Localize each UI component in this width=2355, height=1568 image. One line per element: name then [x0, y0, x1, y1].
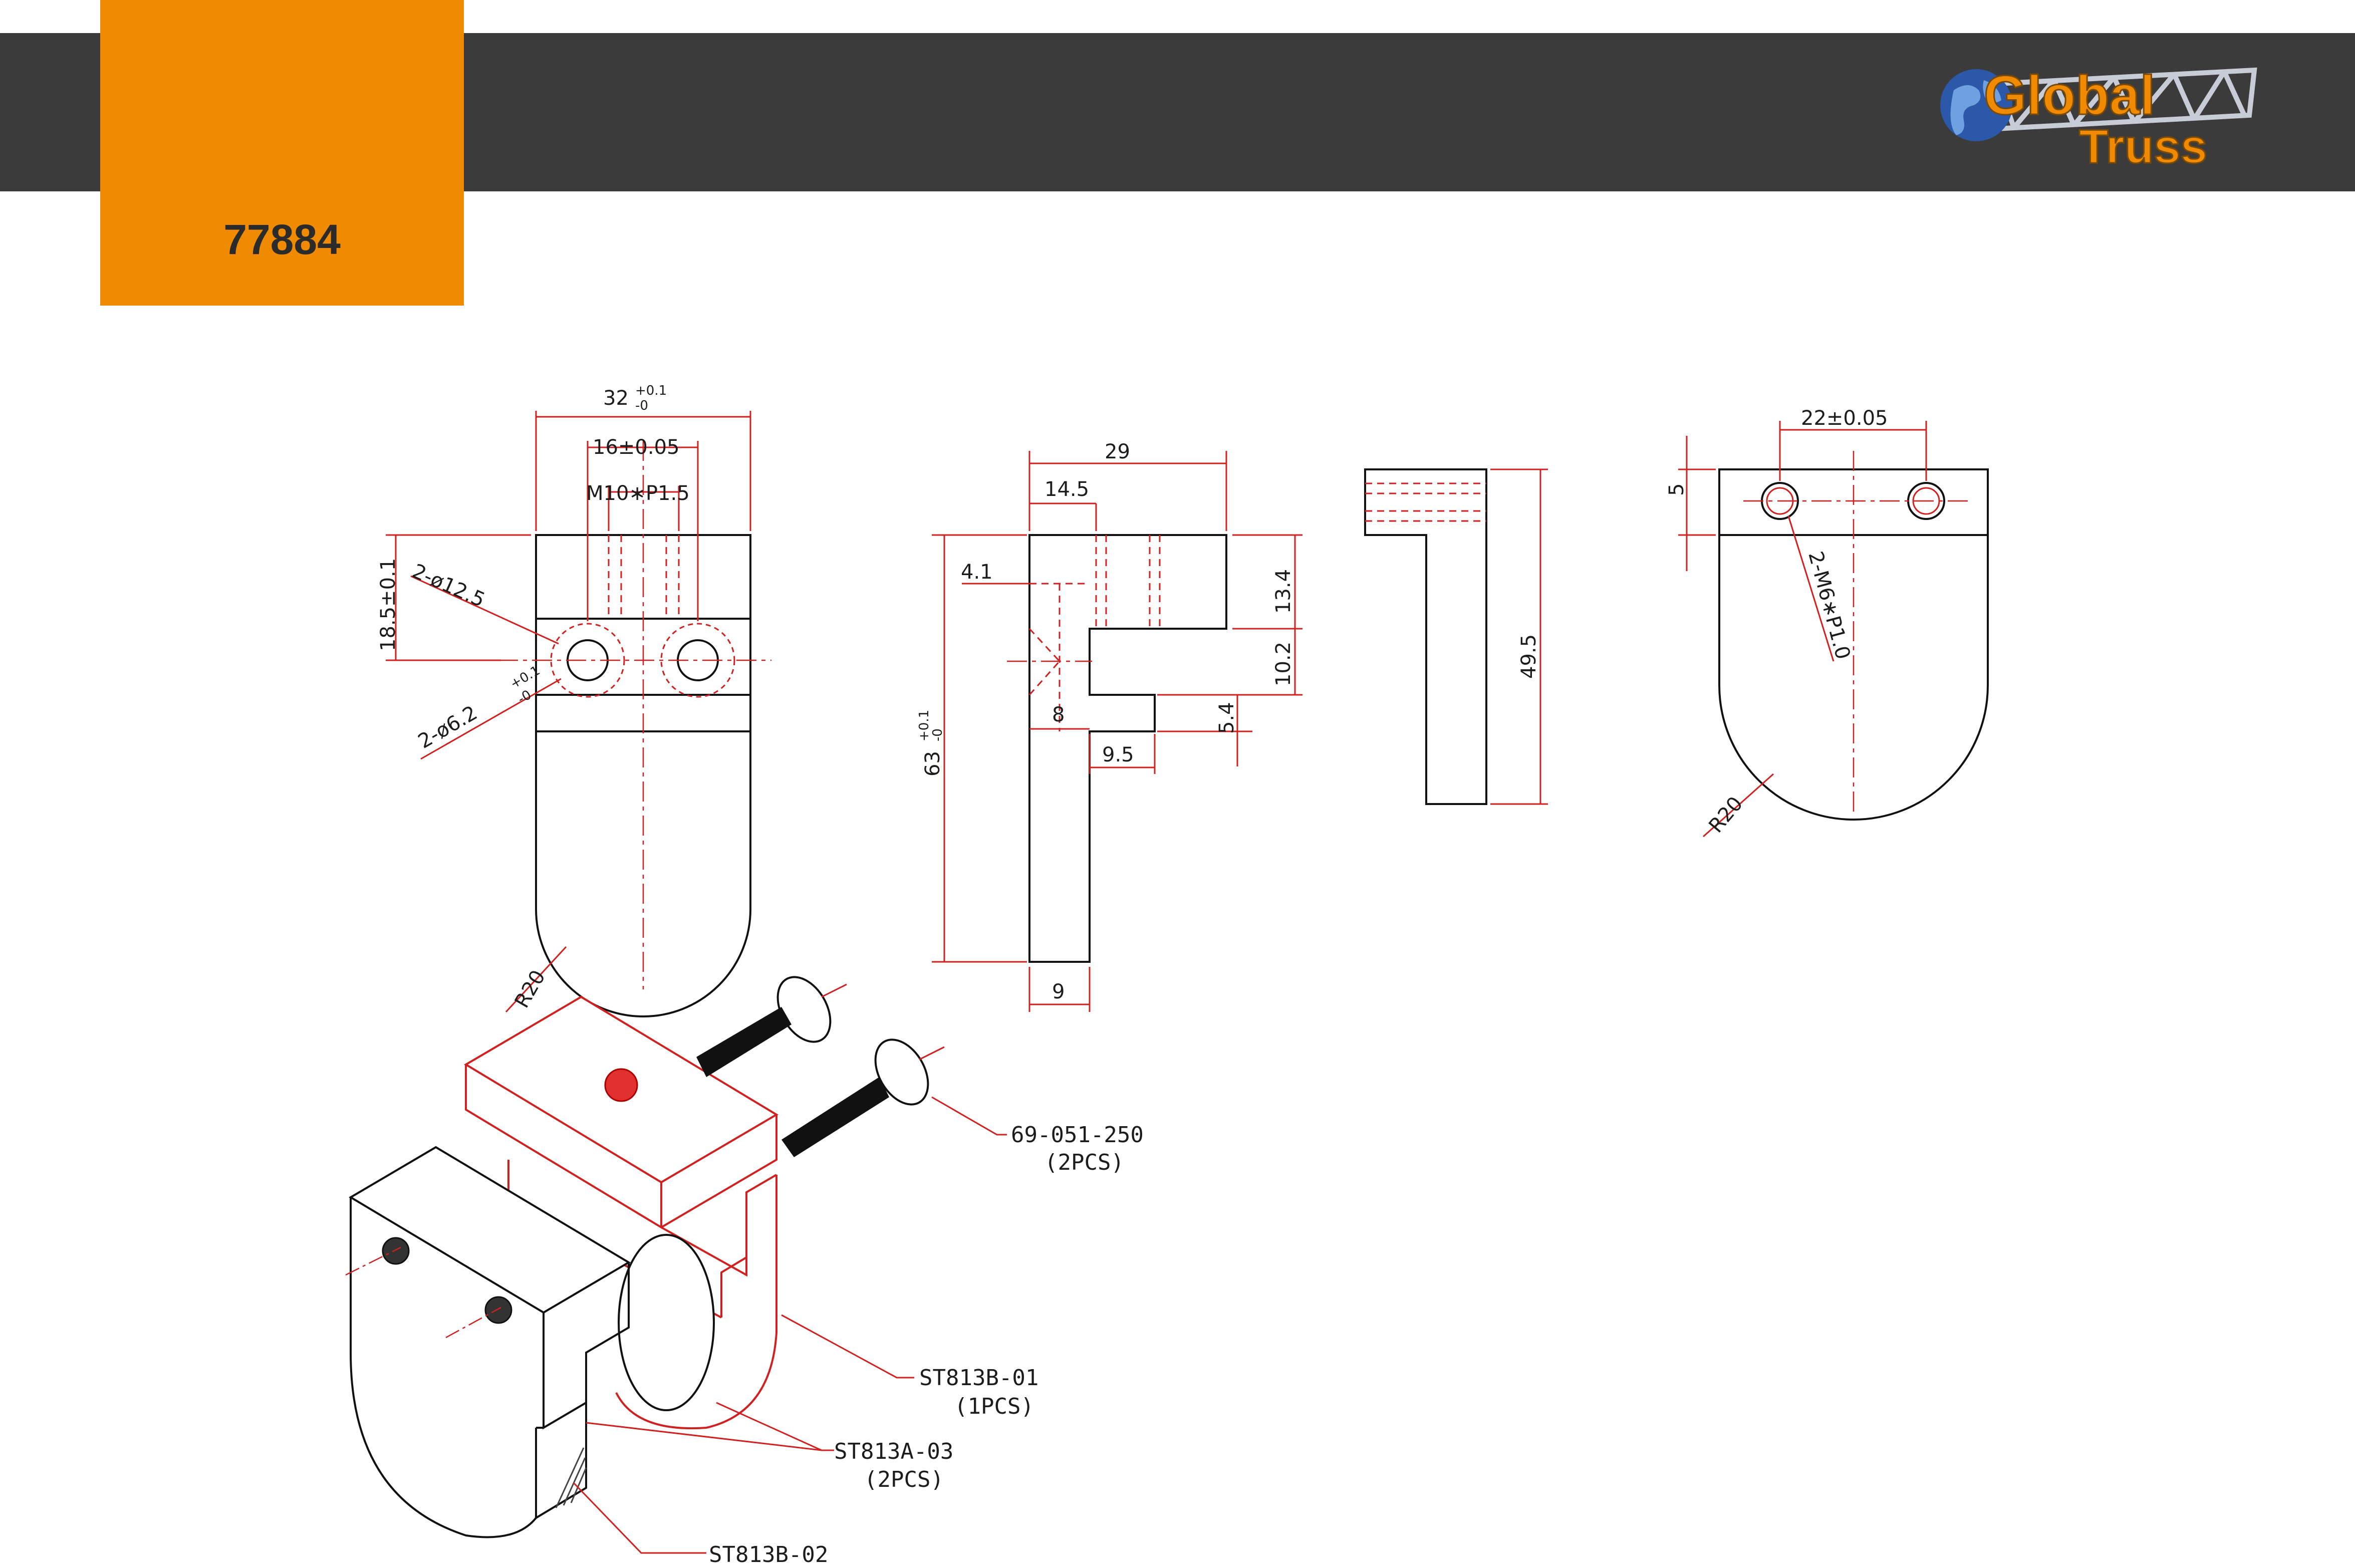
- front-dim-bore: 2-ø12.5: [409, 560, 488, 612]
- side-dim-29: 29: [1105, 440, 1130, 463]
- front-dim-width-tol-plus: +0.1: [635, 383, 667, 398]
- side-dim-13-4: 13.4: [1272, 569, 1295, 614]
- product-code: 77884: [223, 216, 341, 263]
- logo-text-truss: Truss: [2079, 120, 2207, 173]
- globe-truss-logo-icon: Global Truss: [1940, 64, 2257, 174]
- callout-part-3: ST813A-03: [834, 1439, 953, 1464]
- callout-part-2: ST813B-01: [919, 1365, 1038, 1391]
- front-dim-hole-spacing: 16±0.05: [593, 436, 679, 459]
- rear-view: 22±0.05 5 2-M6∗P1.0 R20: [1665, 407, 1989, 837]
- rear-dim-spacing: 22±0.05: [1801, 407, 1888, 430]
- rear-dim-thread: 2-M6∗P1.0: [1803, 549, 1855, 662]
- side-dim-14-5: 14.5: [1044, 478, 1089, 501]
- side-view: 29 14.5 4.1 13.4 10.2 8 5.4 9.5 63 +0.1 …: [917, 440, 1302, 1012]
- product-code-box: 77884: [100, 0, 464, 306]
- logo-text-global: Global: [1984, 65, 2155, 126]
- isometric-assembly: [345, 976, 945, 1538]
- profile-dim-49-5: 49.5: [1517, 634, 1540, 679]
- callout-qty-2: (1PCS): [954, 1394, 1034, 1419]
- side-dim-10-2: 10.2: [1272, 642, 1295, 686]
- side-dim-9: 9: [1052, 980, 1065, 1003]
- screw-upper: [696, 976, 847, 1077]
- profile-view: 49.5: [1364, 468, 1548, 805]
- callout-part-4: ST813B-02: [709, 1542, 828, 1567]
- side-dim-total: 63: [921, 751, 944, 776]
- side-dim-4-1: 4.1: [961, 561, 993, 584]
- front-dim-width-tol-minus: -0: [635, 398, 648, 413]
- front-dim-small-bore-tol-plus: +0.1: [508, 663, 543, 692]
- front-dim-thread: M10∗P1.5: [586, 482, 690, 505]
- side-dim-8: 8: [1052, 703, 1065, 726]
- side-dim-total-tol-minus: -0: [930, 728, 945, 741]
- front-view: 32 +0.1 -0 16±0.05 M10∗P1.5 18.5±0.1 2-ø…: [377, 383, 771, 1017]
- front-dim-radius: R20: [510, 966, 550, 1012]
- callout-qty-3: (2PCS): [864, 1467, 944, 1492]
- callout-qty-1: (2PCS): [1044, 1150, 1124, 1175]
- front-dim-height: 18.5±0.1: [377, 558, 400, 651]
- front-dim-width: 32: [603, 387, 629, 410]
- screw-lower: [781, 1038, 945, 1157]
- side-dim-9-5: 9.5: [1102, 743, 1134, 766]
- rear-dim-5: 5: [1665, 483, 1688, 496]
- callout-part-1: 69-051-250: [1011, 1122, 1144, 1148]
- front-dim-small-bore: 2-ø6.2: [414, 701, 481, 753]
- side-dim-total-tol-plus: +0.1: [917, 710, 932, 741]
- top-hole-icon: [604, 1068, 638, 1102]
- side-dim-5-4: 5.4: [1215, 702, 1238, 734]
